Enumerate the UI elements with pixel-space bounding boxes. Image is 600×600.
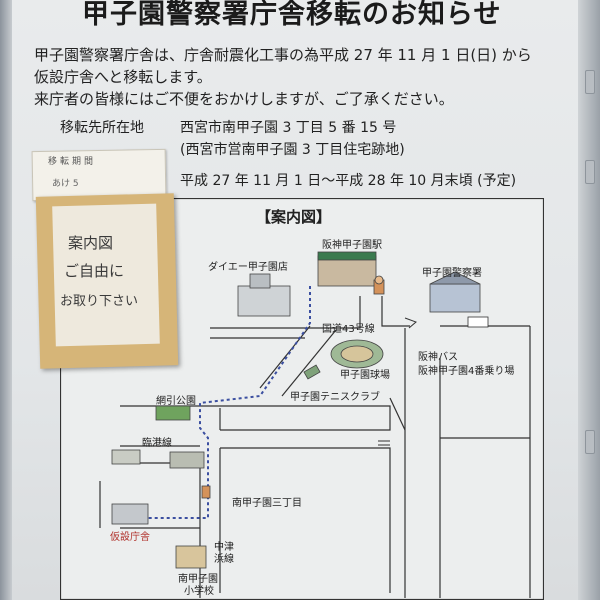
relocation-period: 平成 27 年 11 月 1 日〜平成 28 年 10 月末頃 (予定) <box>180 173 517 189</box>
label-stadium: 甲子園球場 <box>340 370 390 381</box>
notice-body-line-2: 仮設庁舎へと移転します。 <box>34 68 212 86</box>
address-note: (西宮市営南甲子園 3 丁目住宅跡地) <box>180 142 405 158</box>
label-rinko: 臨港線 <box>142 438 172 449</box>
notice-body-line-3: 来庁者の皆様にはご不便をおかけしますが、ご了承ください。 <box>34 90 454 108</box>
mount-clip <box>585 70 595 94</box>
mount-clip <box>585 430 595 454</box>
label-district: 南甲子園三丁目 <box>232 498 302 509</box>
label-school-2: 小学校 <box>184 586 214 597</box>
label-daiei: ダイエー甲子園店 <box>208 262 288 273</box>
hand-line-2: ご自由に <box>64 262 125 280</box>
left-frame-edge <box>0 0 12 600</box>
notice-body-line-1: 甲子園警察署庁舎は、庁舎耐震化工事の為平成 27 年 11 月 1 日(日) か… <box>34 46 532 64</box>
label-temp-police: 仮設庁舎 <box>110 532 150 543</box>
location-label: 移転先所在地 <box>60 120 144 136</box>
new-address: 西宮市南甲子園 3 丁目 5 番 15 号 <box>180 120 397 136</box>
label-park: 網引公園 <box>156 396 196 407</box>
map-title: 【案内図】 <box>256 208 332 226</box>
label-tennis: 甲子園テニスクラブ <box>290 392 380 403</box>
mount-clip <box>585 160 595 184</box>
label-hanshin-station: 阪神甲子園駅 <box>322 240 382 251</box>
label-nakatsu-1: 中津 <box>214 542 234 553</box>
label-bus-2: 阪神甲子園4番乗り場 <box>418 366 515 377</box>
small-note-line-1: 移転期間 <box>48 157 97 167</box>
label-nakatsu-2: 浜線 <box>214 554 234 565</box>
label-bus-1: 阪神バス <box>418 352 458 363</box>
notice-title: 甲子園警察署庁舎移転のお知らせ <box>82 0 502 30</box>
label-school-1: 南甲子園 <box>178 574 218 585</box>
hand-line-3: お取り下さい <box>60 294 139 309</box>
hand-line-1: 案内図 <box>68 234 114 252</box>
label-route43: 国道43号線 <box>322 324 375 335</box>
small-note-line-2: あけ 5 <box>52 179 79 189</box>
label-police: 甲子園警察署 <box>422 268 482 279</box>
